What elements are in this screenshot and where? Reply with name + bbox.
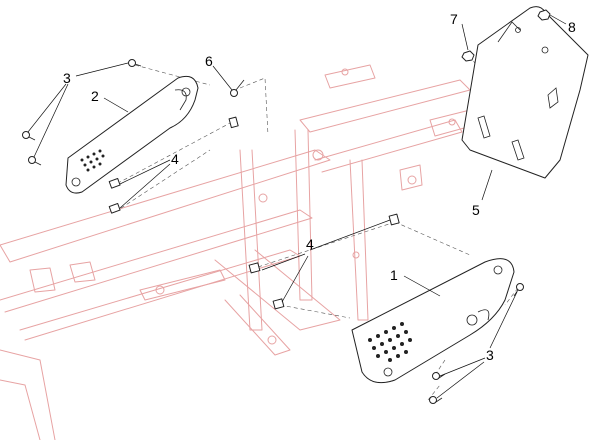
bolt — [230, 79, 245, 97]
clip-right-mid — [248, 262, 261, 274]
leader-lines — [27, 14, 567, 399]
left-cover-vent — [80, 149, 105, 172]
screw-left-mid — [22, 131, 36, 141]
callout-6: 6 — [205, 53, 213, 69]
callout-1: 1 — [390, 267, 398, 283]
screw-right-bottom — [429, 396, 443, 404]
screw-right-top — [513, 283, 524, 297]
clip-left-upper — [228, 116, 239, 129]
screw-right-mid — [432, 372, 446, 380]
callout-4-right: 4 — [306, 236, 314, 252]
callout-5: 5 — [472, 202, 480, 218]
nut-7 — [461, 50, 475, 62]
nut-8 — [537, 9, 551, 21]
callout-3-left: 3 — [63, 70, 71, 86]
screw-left-top — [128, 59, 142, 67]
rear-panel — [461, 6, 589, 179]
motorcycle-frame — [0, 64, 476, 440]
clip-right-low — [272, 298, 285, 310]
clip-left-mid — [108, 177, 121, 189]
right-cover-vent — [368, 322, 412, 362]
callout-8: 8 — [568, 19, 576, 35]
assembly-guide-lines — [114, 17, 546, 401]
callout-2: 2 — [91, 88, 99, 104]
left-side-cover — [65, 75, 199, 194]
callout-3-right: 3 — [486, 347, 494, 363]
clip-left-low — [108, 202, 121, 214]
callout-4-left: 4 — [171, 151, 179, 167]
screw-left-bottom — [28, 156, 42, 166]
right-side-cover — [351, 258, 515, 384]
callout-7: 7 — [450, 11, 458, 27]
clip-right-upper — [388, 213, 400, 226]
